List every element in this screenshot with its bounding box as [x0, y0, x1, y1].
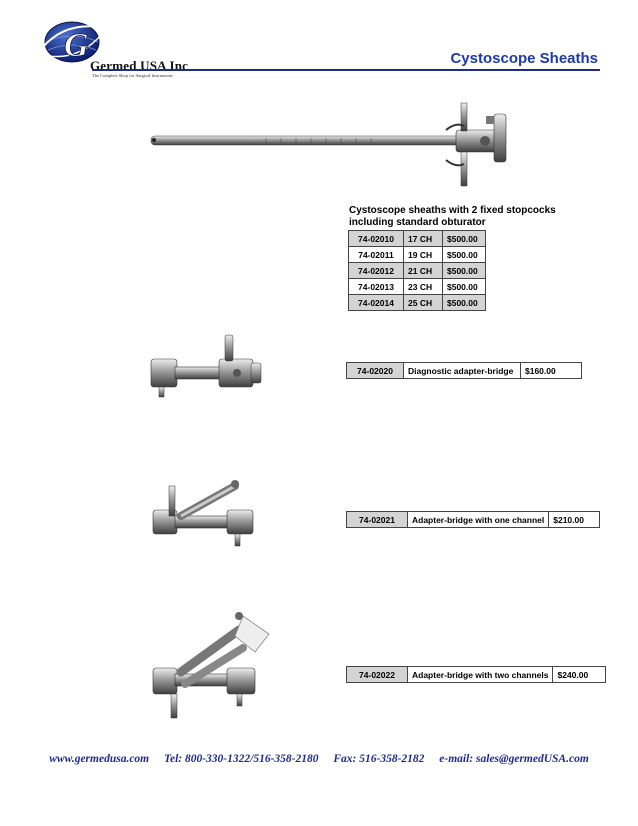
adapter-price-table: 74-02022 Adapter-bridge with two channel…: [346, 666, 607, 683]
table-row: 74-02013 23 CH $500.00: [348, 278, 486, 295]
cystoscope-sheath-image: [150, 102, 507, 187]
product-price: $500.00: [442, 262, 486, 279]
table-row: 74-02014 25 CH $500.00: [348, 294, 486, 311]
product-code: 74-02013: [348, 278, 404, 295]
product-code: 74-02014: [348, 294, 404, 311]
product-code: 74-02021: [346, 511, 408, 528]
adapter-bridge-image: [150, 334, 262, 398]
email-link[interactable]: e-mail: sales@germedUSA.com: [439, 753, 589, 765]
product-size: 25 CH: [403, 294, 443, 311]
product-code: 74-02010: [348, 230, 404, 247]
product-name: Adapter-bridge with one channel: [406, 511, 550, 528]
product-price: $240.00: [552, 666, 607, 683]
product-code: 74-02022: [346, 666, 408, 683]
product-name: Diagnostic adapter-bridge: [403, 362, 521, 379]
product-size: 19 CH: [403, 246, 443, 263]
adapter-price-table: 74-02021 Adapter-bridge with one channel…: [346, 511, 601, 528]
globe-logo-icon: G: [39, 21, 107, 64]
adapter-bridge-two-channels-image: [152, 612, 270, 719]
product-code: 74-02011: [348, 246, 404, 263]
brand-tagline: The Complete Shop for Surgical Instrumen…: [92, 73, 173, 78]
product-price: $500.00: [442, 278, 486, 295]
fax-number: Fax: 516-358-2182: [333, 753, 425, 765]
website-link[interactable]: www.germedusa.com: [49, 753, 150, 765]
brand-name: Germed USA Inc: [90, 58, 189, 73]
product-size: 17 CH: [403, 230, 443, 247]
table-row: 74-02012 21 CH $500.00: [348, 262, 486, 279]
adapter-bridge-one-channel-image: [152, 480, 254, 547]
product-price: $500.00: [442, 246, 486, 263]
table-row: 74-02011 19 CH $500.00: [348, 246, 486, 263]
product-code: 74-02020: [346, 362, 404, 379]
contact-footer: www.germedusa.com Tel: 800-330-1322/516-…: [0, 753, 638, 765]
page-title: Cystoscope Sheaths: [450, 50, 598, 67]
header-divider: [92, 69, 600, 71]
adapter-price-table: 74-02020 Diagnostic adapter-bridge $160.…: [346, 362, 582, 379]
svg-text:G: G: [64, 27, 89, 64]
product-price: $210.00: [548, 511, 601, 528]
product-price: $500.00: [442, 230, 486, 247]
table-row: 74-02022 Adapter-bridge with two channel…: [346, 666, 607, 683]
phone-number: Tel: 800-330-1322/516-358-2180: [164, 753, 319, 765]
table-row: 74-02010 17 CH $500.00: [348, 230, 486, 247]
product-code: 74-02012: [348, 262, 404, 279]
product-size: 23 CH: [403, 278, 443, 295]
product-size: 21 CH: [403, 262, 443, 279]
product-price: $500.00: [442, 294, 486, 311]
sheath-price-table: 74-02010 17 CH $500.00 74-02011 19 CH $5…: [348, 230, 486, 311]
table-row: 74-02020 Diagnostic adapter-bridge $160.…: [346, 362, 582, 379]
product-name: Adapter-bridge with two channels: [406, 666, 554, 683]
table-row: 74-02021 Adapter-bridge with one channel…: [346, 511, 601, 528]
product-price: $160.00: [520, 362, 582, 379]
sheath-description: Cystoscope sheaths with 2 fixed stopcock…: [349, 205, 556, 228]
